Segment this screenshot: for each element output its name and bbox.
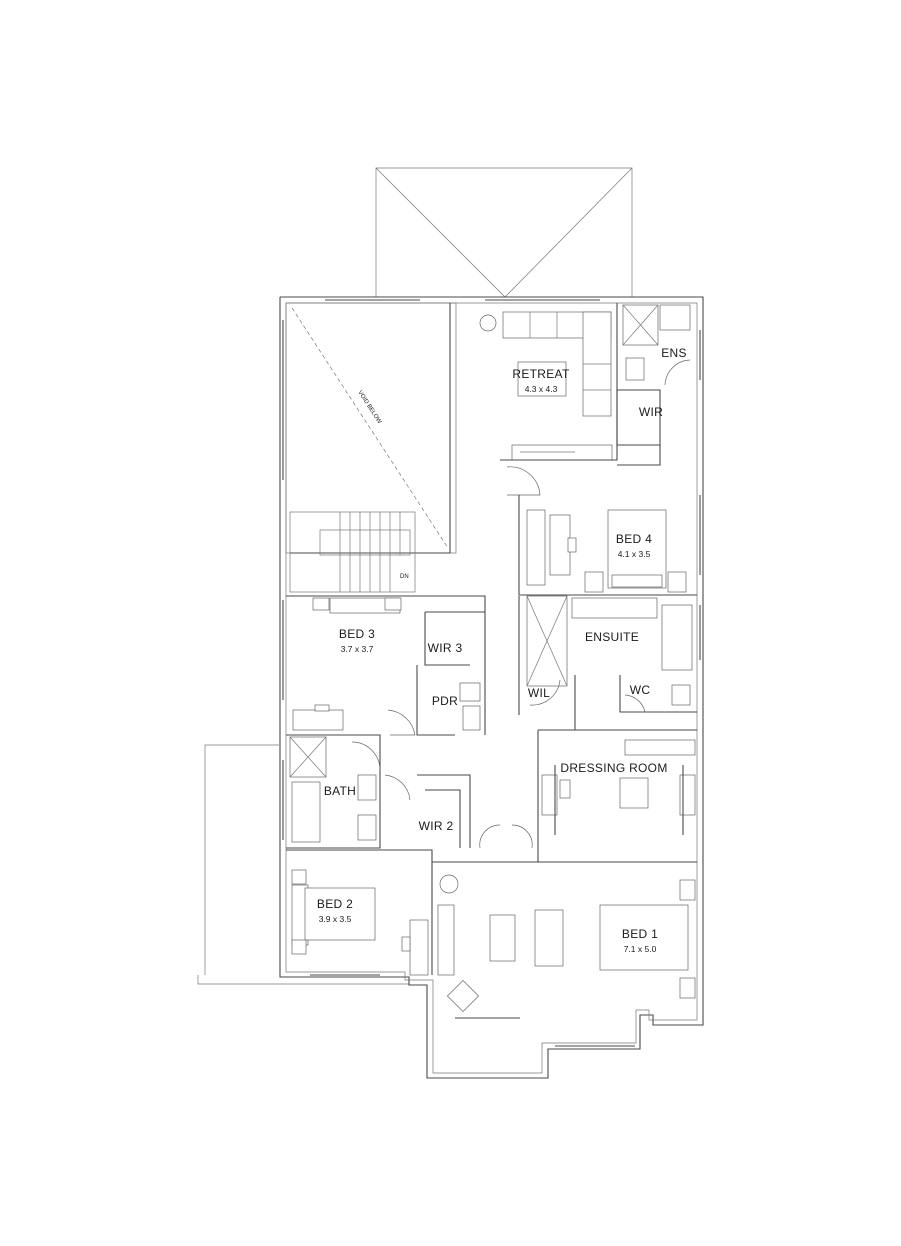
retreat-room [479,303,661,496]
bath-room [286,734,411,849]
bed-4-size: 4.1 x 3.5 [618,549,651,559]
bath-label: BATH [324,784,356,798]
bed-4-label: BED 4 [616,532,652,546]
staircase: DN [289,511,416,593]
bed-1-size: 7.1 x 5.0 [624,944,657,954]
retreat-label: RETREAT [512,367,570,381]
dressing-room-label: DRESSING ROOM [560,761,667,775]
void-area: VOID BELOW [285,302,457,554]
bed-2-label: BED 2 [317,897,353,911]
dressing-room [537,729,697,863]
stair-down-label: DN [400,574,409,580]
ens-room [622,304,691,386]
bed-2-room [286,849,433,976]
balcony-outline [197,744,409,985]
wir-3-label: WIR 3 [428,641,463,655]
exterior-walls [279,296,704,1079]
wil-label: WIL [528,686,550,700]
ensuite-room [518,595,697,731]
ens-label: ENS [661,346,687,360]
room-labels: RETREAT 4.3 x 4.3 ENS WIR BED 4 4.1 x 3.… [317,346,687,954]
wir-2-room [417,774,533,849]
bed-1-label: BED 1 [622,927,658,941]
wir-2-label: WIR 2 [419,819,454,833]
wc-label: WC [630,683,651,697]
bed-2-size: 3.9 x 3.5 [319,914,352,924]
wir-label: WIR [639,405,663,419]
bed-1-room [432,861,697,1013]
bed-4-room [518,495,697,596]
bed-3-size: 3.7 x 3.7 [341,644,374,654]
retreat-size: 4.3 x 4.3 [525,384,558,394]
bed-3-room [286,595,486,736]
pdr-label: PDR [432,694,458,708]
ensuite-label: ENSUITE [585,630,639,644]
roof-outline [375,167,633,298]
bed-3-label: BED 3 [339,627,375,641]
void-label: VOID BELOW [356,390,382,425]
